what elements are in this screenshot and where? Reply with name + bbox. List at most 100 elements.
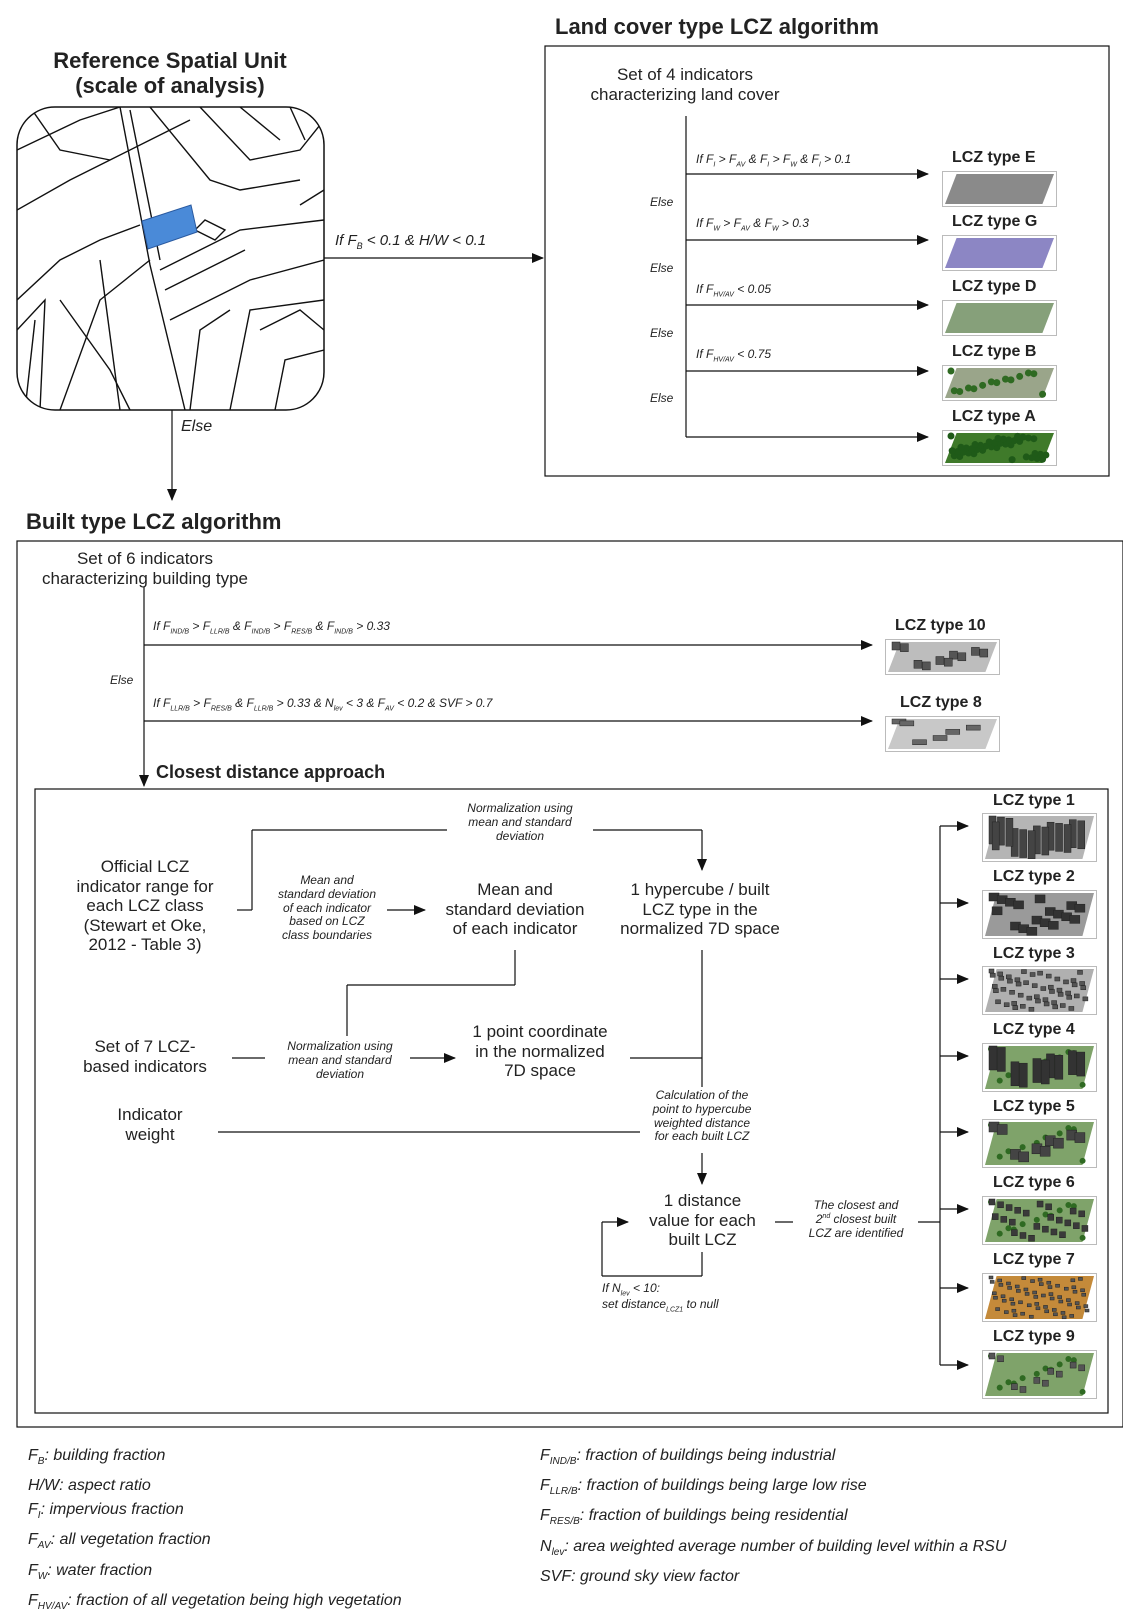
thumbnail-building — [1021, 1276, 1027, 1280]
point-coordinate-box: 1 point coordinate in the normalized 7D … — [472, 1022, 608, 1081]
thumbnail-building — [1066, 995, 1073, 1000]
lcz-type-10-label: LCZ type 10 — [895, 617, 986, 634]
thumbnail-building — [1071, 1285, 1077, 1290]
thumbnail-building — [935, 656, 945, 665]
lcz-type-1-label: LCZ type 1 — [993, 792, 1075, 809]
lcz-type-d-label: LCZ type D — [952, 278, 1037, 295]
thumbnail-building — [1041, 1059, 1050, 1085]
thumbnail-building — [1047, 1368, 1054, 1375]
thumbnail-building — [1015, 981, 1022, 987]
thumbnail-building — [1052, 1004, 1058, 1010]
thumbnail-building — [1032, 1290, 1037, 1295]
lcz-type-7-thumbnail — [982, 1273, 1097, 1322]
thumbnail-building — [1056, 1370, 1063, 1378]
thumbnail-building — [1046, 1280, 1052, 1285]
thumbnail-building — [1023, 1287, 1029, 1292]
lcz-type-10-thumbnail — [885, 639, 1000, 675]
thumbnail-building — [1059, 1231, 1066, 1238]
thumbnail-building — [957, 652, 967, 662]
thumbnail-tree — [1042, 1211, 1049, 1218]
thumbnail-building — [1069, 1314, 1074, 1318]
thumbnail-building — [1009, 990, 1015, 995]
thumbnail-building — [998, 1283, 1004, 1287]
legend-item: FIND/B: fraction of buildings being indu… — [540, 1447, 836, 1468]
thumbnail-building — [971, 647, 980, 656]
thumbnail-building — [1001, 1298, 1007, 1303]
land-cover-cond-g: If FW > FAV & FW > 0.3 — [696, 216, 809, 233]
thumbnail-building — [1080, 985, 1087, 991]
thumbnail-building — [1074, 903, 1086, 913]
thumbnail-building — [1018, 1151, 1029, 1163]
lcz-type-g-thumbnail — [942, 235, 1057, 271]
thumbnail-tree — [985, 438, 993, 446]
legend-item: FW: water fraction — [28, 1561, 153, 1582]
thumbnail-building — [996, 1124, 1008, 1135]
thumbnail-building — [1014, 1284, 1020, 1289]
thumbnail-building — [1018, 1300, 1023, 1305]
rsu-title-line2: (scale of analysis) — [75, 73, 265, 99]
thumbnail-building — [1004, 1310, 1009, 1314]
thumbnail-tree — [1065, 1124, 1072, 1131]
thumbnail-building — [1066, 1298, 1071, 1302]
legend-item: FAV: all vegetation fraction — [28, 1531, 211, 1552]
thumbnail-tree — [996, 1153, 1003, 1160]
thumbnail-tree — [1042, 451, 1050, 459]
thumbnail-building — [1056, 987, 1063, 993]
set-7-indicators: Set of 7 LCZ- based indicators — [83, 1037, 207, 1076]
thumbnail-tree — [1079, 1388, 1086, 1395]
thumbnail-tree — [970, 385, 978, 393]
lcz-type-8-label: LCZ type 8 — [900, 694, 982, 711]
thumbnail-building — [1019, 1062, 1028, 1088]
thumbnail-building — [1064, 1219, 1072, 1227]
thumbnail-tree — [1007, 376, 1015, 384]
thumbnail-building — [1005, 818, 1014, 847]
thumbnail-tree — [1014, 432, 1022, 440]
thumbnail-building — [1056, 1216, 1063, 1224]
thumbnail-building — [1064, 1286, 1069, 1291]
indicator-weight: Indicator weight — [117, 1105, 183, 1144]
thumbnail-building — [1072, 1289, 1078, 1294]
thumbnail-building — [1020, 1311, 1025, 1316]
land-cover-else-3: Else — [650, 326, 674, 340]
official-lcz-range: Official LCZ indicator range for each LC… — [76, 857, 214, 955]
thumbnail-building — [912, 739, 927, 745]
thumbnail-building — [1073, 993, 1080, 999]
thumbnail-building — [1076, 1051, 1086, 1077]
thumbnail-building — [1006, 974, 1012, 980]
lcz-type-e-label: LCZ type E — [952, 149, 1036, 166]
thumbnail-tree — [1030, 435, 1038, 443]
thumbnail-building — [1042, 1225, 1049, 1233]
thumbnail-building — [1078, 1210, 1085, 1218]
thumbnail-building — [1038, 1282, 1044, 1286]
thumbnail-building — [1079, 981, 1085, 986]
thumbnail-tree — [1033, 1370, 1040, 1377]
thumbnail-building — [1048, 921, 1059, 930]
thumbnail-building — [1043, 1001, 1050, 1007]
thumbnail-building — [1068, 1006, 1075, 1011]
thumbnail-building — [1054, 976, 1061, 982]
thumbnail-building — [1000, 987, 1007, 992]
lcz-type-7-label: LCZ type 7 — [993, 1251, 1075, 1268]
thumbnail-building — [991, 906, 1003, 916]
thumbnail-building — [1077, 970, 1083, 975]
thumbnail-building — [1012, 1313, 1018, 1317]
thumbnail-building — [988, 968, 995, 974]
mean-sd-note: Mean and standard deviation of each indi… — [277, 873, 377, 943]
thumbnail-building — [1028, 1006, 1035, 1012]
thumbnail-building — [1029, 972, 1036, 977]
thumbnail-building — [1035, 998, 1041, 1004]
thumbnail-building — [1033, 1377, 1041, 1384]
built-cond-10: If FIND/B > FLLR/B & FIND/B > FRES/B & F… — [153, 619, 390, 636]
thumbnail-building — [1010, 1061, 1020, 1087]
thumbnail-tree — [1019, 1375, 1026, 1382]
thumbnail-building — [1003, 1002, 1010, 1007]
thumbnail-tree — [1065, 1201, 1072, 1208]
thumbnail-tree — [1056, 1207, 1063, 1214]
rsu-map — [16, 106, 325, 411]
calculation-note: Calculation of the point to hypercube we… — [652, 1088, 752, 1144]
thumbnail-building — [1057, 1295, 1062, 1299]
thumbnail-building — [1020, 1004, 1026, 1009]
thumbnail-building — [1034, 1302, 1040, 1306]
legend-item: FLLR/B: fraction of buildings being larg… — [540, 1477, 867, 1498]
thumbnail-tree — [976, 441, 984, 449]
